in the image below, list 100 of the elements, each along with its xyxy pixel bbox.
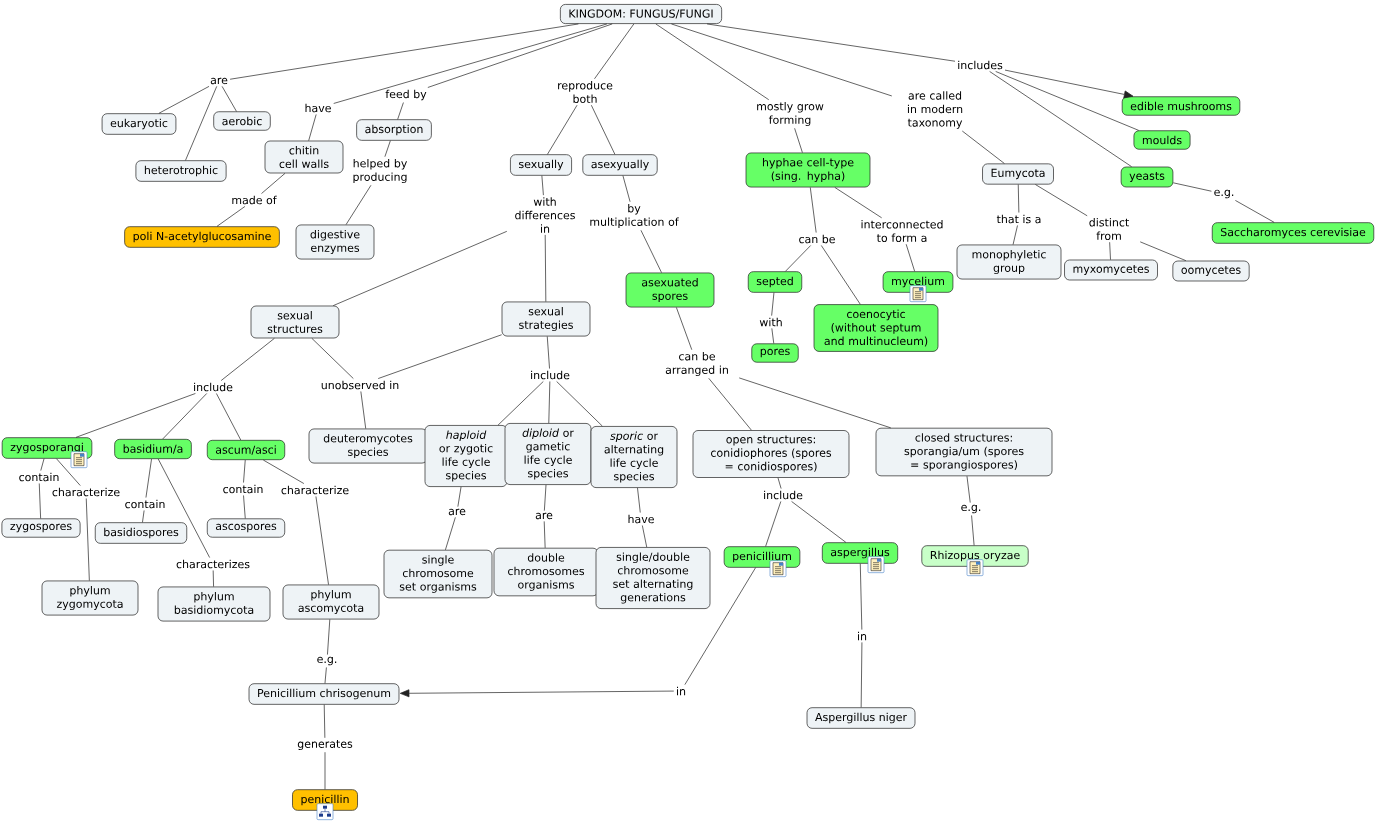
- connector-line: [546, 336, 550, 369]
- linking-phrase: include: [531, 370, 570, 380]
- concept-box: open structures: conidiophores (spores = conidiospores): [692, 430, 850, 478]
- connector-line: [75, 393, 196, 438]
- linking-phrase: mostly grow forming: [757, 101, 824, 127]
- linking-phrase: contain: [125, 499, 165, 509]
- arrow: [1004, 69, 1134, 99]
- linking-phrase: include: [764, 490, 803, 500]
- connector-line: [38, 483, 41, 519]
- connector-line: [771, 292, 775, 316]
- concept-box: diploid or gametic life cycle species: [504, 423, 592, 485]
- connector-line: [765, 501, 782, 547]
- connector-line: [556, 381, 603, 427]
- connector-line: [345, 184, 372, 225]
- linking-phrase: includes: [958, 60, 1003, 70]
- connector-line: [142, 510, 145, 523]
- concept-box: digestive enzymes: [295, 224, 375, 260]
- concept-box: asexuated spores: [625, 272, 715, 308]
- connector-line: [995, 71, 1140, 131]
- connector-line: [594, 23, 635, 80]
- concept-box: deuteromycotes species: [308, 428, 428, 464]
- connector-line: [820, 245, 861, 305]
- connector-line: [384, 140, 391, 158]
- linking-phrase: with: [759, 317, 782, 327]
- linking-phrase: e.g.: [961, 504, 981, 514]
- connector-line: [541, 175, 544, 196]
- concept-box: chitin cell walls: [264, 140, 344, 174]
- connector-line: [229, 23, 579, 80]
- connector-line: [809, 187, 817, 233]
- concept-box: absorption: [356, 119, 432, 141]
- concept-box: zygospores: [1, 518, 81, 538]
- concept-box: double chromosomes organisms: [493, 547, 599, 597]
- concept-box: basidiospores: [94, 522, 188, 544]
- linking-phrase: feed by: [385, 89, 427, 101]
- concept-box: yeasts: [1120, 166, 1174, 188]
- concept-box: single chromosome set organisms: [383, 549, 493, 599]
- connector-line: [966, 475, 971, 503]
- connector-line: [794, 127, 803, 153]
- connector-line: [185, 86, 218, 161]
- connector-line: [655, 23, 770, 101]
- connector-line: [145, 458, 152, 498]
- connector-line: [1035, 184, 1088, 217]
- concept-box: zygosporangi: [1, 437, 93, 459]
- linking-phrase: reproduce both: [558, 81, 613, 103]
- concept-box: oomycetes: [1172, 260, 1250, 282]
- concept-box: monophyletic group: [956, 244, 1062, 280]
- connector-line: [457, 486, 462, 507]
- connector-line: [333, 23, 608, 104]
- linking-phrase: contain: [223, 484, 263, 494]
- linking-phrase: can be: [799, 234, 835, 244]
- concept-box: phylum zygomycota: [41, 580, 139, 616]
- concept-box: hyphae cell-type (sing. hypha): [745, 152, 871, 188]
- linking-phrase: by multiplication of: [590, 203, 679, 229]
- connector-line: [1012, 225, 1018, 245]
- concept-box: Aspergillus niger: [806, 707, 916, 729]
- linking-phrase: are called in modern taxonomy: [907, 91, 963, 129]
- connector-line: [547, 104, 578, 155]
- linking-phrase: can be arranged in: [665, 351, 728, 377]
- linking-phrase: characterize: [52, 487, 120, 497]
- concept-box: ascospores: [206, 518, 286, 538]
- connector-line: [158, 86, 210, 114]
- linking-phrase: in: [858, 631, 867, 641]
- linking-phrase: include: [194, 382, 233, 392]
- connector-line: [1017, 184, 1020, 213]
- connector-line: [243, 459, 246, 483]
- connector-line: [738, 377, 892, 429]
- concept-box: moulds: [1133, 130, 1191, 150]
- connector-line: [377, 334, 502, 379]
- linking-phrase: e.g.: [317, 656, 337, 666]
- connector-line: [220, 338, 275, 381]
- connector-line: [791, 501, 847, 543]
- connector-line: [243, 495, 246, 519]
- connector-line: [989, 71, 1132, 167]
- linking-phrase: have: [628, 514, 654, 524]
- connector-line: [543, 521, 546, 549]
- connector-line: [860, 642, 863, 708]
- concept-box: Eumycota: [982, 163, 1054, 185]
- concept-box: eukaryotic: [101, 113, 177, 135]
- connector-line: [544, 484, 547, 511]
- concept-box: haploid or zygotic life cycle species: [424, 425, 508, 487]
- connector-line: [324, 751, 326, 790]
- connector-line: [591, 104, 616, 155]
- concept-box: phylum basidiomycota: [157, 586, 271, 622]
- connector-line: [671, 23, 893, 97]
- connector-line: [971, 515, 975, 546]
- connector-line: [785, 245, 812, 272]
- concept-box: closed structures: sporangia/um (spores = sporangiospores): [875, 427, 1053, 477]
- concept-box: penicillium: [723, 546, 801, 568]
- linking-phrase: distinct from: [1089, 218, 1129, 240]
- connector-line: [162, 393, 208, 440]
- connector-line: [1109, 241, 1111, 260]
- linking-phrase: are: [535, 512, 553, 520]
- concept-box: Rhizopus oryzae: [921, 545, 1029, 567]
- connector-line: [332, 231, 508, 306]
- concept-box: single/double chromosome set alternating generations: [595, 547, 711, 609]
- connector-line: [397, 102, 404, 120]
- connector-line: [262, 459, 305, 484]
- connector-line: [622, 175, 631, 203]
- connector-line: [216, 393, 242, 441]
- linking-phrase: e.g.: [1214, 189, 1234, 199]
